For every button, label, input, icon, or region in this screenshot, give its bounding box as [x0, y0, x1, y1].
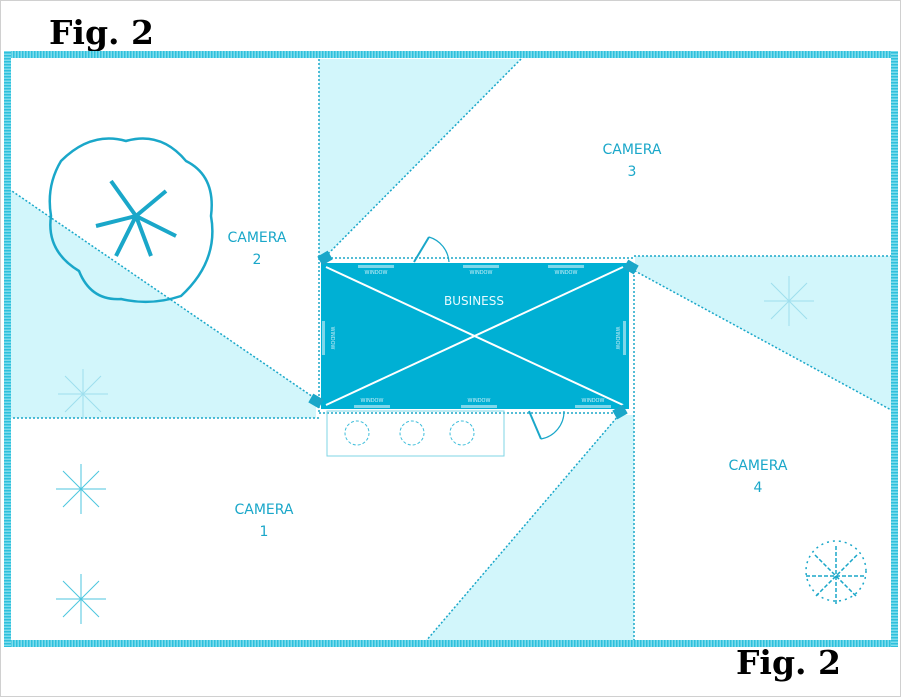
camera-3-label: CAMERA — [602, 142, 661, 158]
building-label: BUSINESS — [444, 294, 504, 308]
large-tree-icon — [48, 137, 214, 304]
camera-1-number: 1 — [260, 524, 269, 540]
camera-3-coverage — [319, 59, 521, 256]
window-label: WINDOW — [329, 327, 335, 350]
window-label: WINDOW — [470, 270, 493, 276]
tree-icon — [805, 540, 867, 606]
camera-3-number: 3 — [628, 164, 637, 180]
figure-label-bottom: Fig. 2 — [736, 643, 841, 682]
window-label: WINDOW — [361, 398, 384, 404]
camera-2-label: CAMERA — [227, 230, 286, 246]
door-swings — [413, 236, 565, 440]
perimeter-fence — [4, 51, 898, 647]
camera-icons — [308, 250, 639, 420]
camera-2-coverage — [9, 189, 316, 418]
camera-1-label: CAMERA — [234, 502, 293, 518]
camera-4-number: 4 — [754, 480, 763, 496]
camera-4-coverage — [635, 256, 893, 411]
business-building: WINDOW WINDOW WINDOW WINDOW WINDOW WINDO… — [321, 263, 629, 409]
window-label: WINDOW — [365, 270, 388, 276]
coverage-edges — [8, 58, 894, 642]
window-label: WINDOW — [555, 270, 578, 276]
planter-box — [326, 410, 505, 457]
camera-4-label: CAMERA — [728, 458, 787, 474]
window-label: WINDOW — [582, 398, 605, 404]
camera-2-number: 2 — [253, 252, 262, 268]
window-label: WINDOW — [468, 398, 491, 404]
planter-plant-icons — [344, 420, 475, 446]
window-label: WINDOW — [614, 327, 620, 350]
figure-label-top: Fig. 2 — [49, 13, 154, 52]
shrub-icons — [56, 276, 814, 624]
camera-1-coverage — [426, 415, 634, 641]
